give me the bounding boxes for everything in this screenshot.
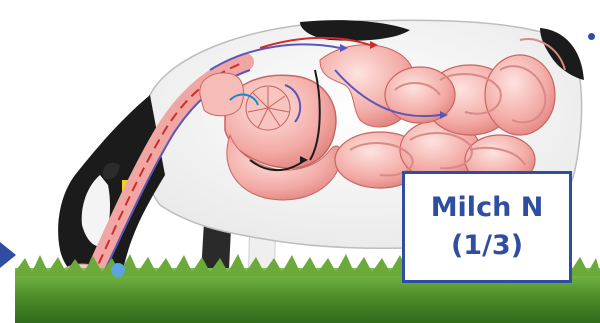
blue-marker	[111, 263, 125, 277]
label-line-2: (1/3)	[451, 227, 523, 265]
arrow-right-icon	[0, 242, 16, 268]
label-line-1: Milch N	[431, 189, 544, 227]
bullet-dot-icon	[588, 33, 595, 40]
milk-nitrogen-label: Milch N (1/3)	[402, 171, 572, 283]
